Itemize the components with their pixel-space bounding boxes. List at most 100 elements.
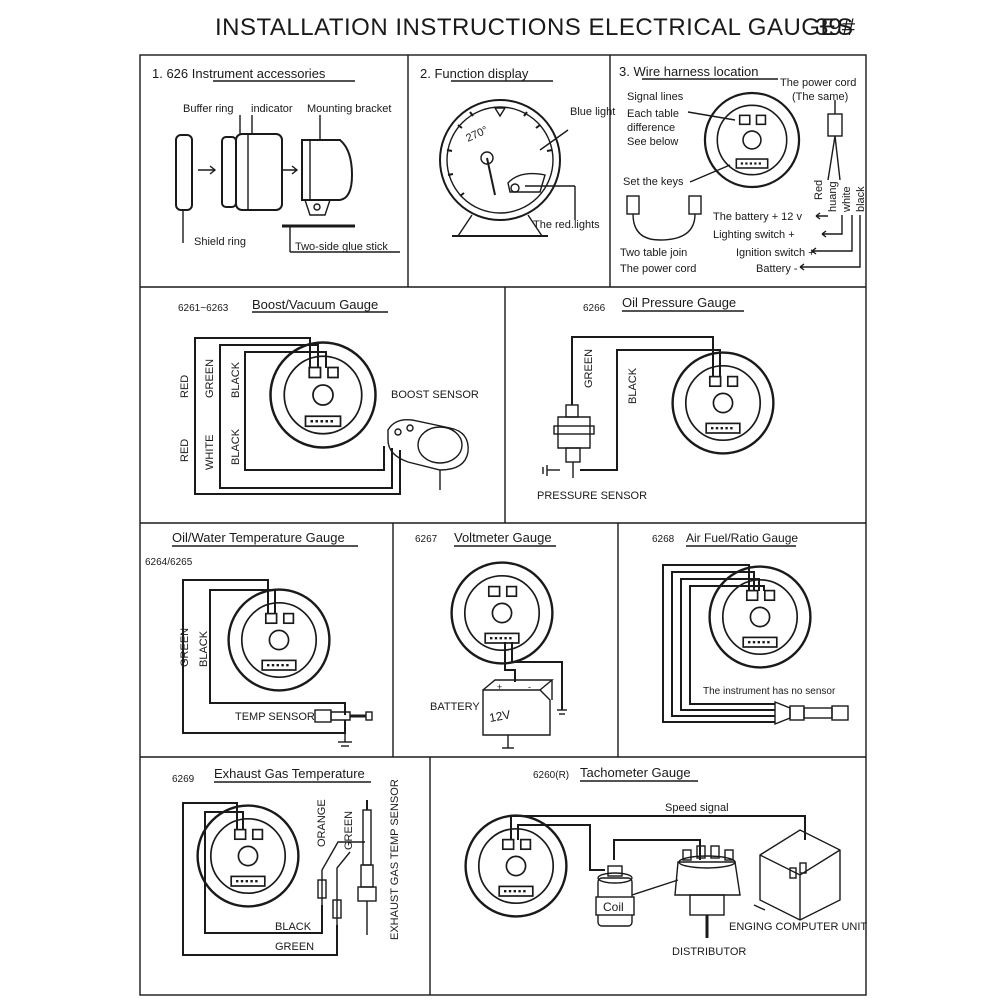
model-number: 6269 <box>172 774 195 785</box>
svg-text:-: - <box>528 682 531 692</box>
power-cord-label: The power cord <box>780 77 856 89</box>
distributor-label: DISTRIBUTOR <box>672 946 746 958</box>
model-number: 6267 <box>415 534 438 545</box>
gauge-face <box>439 99 561 221</box>
wire-black-label: BLACK <box>230 361 242 398</box>
oil-gauge-face <box>671 351 775 455</box>
wire-black-label: BLACK <box>275 921 312 933</box>
signal-lines-label: Signal lines <box>627 91 684 103</box>
coil-icon: Coil <box>595 865 635 927</box>
each-table-label: Each table <box>627 108 679 120</box>
wire-black-label: BLACK <box>230 428 242 465</box>
panel-title: Tachometer Gauge <box>580 765 691 780</box>
panel-boost-gauge: 6261~6263 Boost/Vacuum Gauge RED RED GRE… <box>178 297 479 495</box>
battery-12v-label: The battery + 12 v <box>713 211 802 223</box>
panel-tachometer: 6260(R) Tachometer Gauge Speed signal Co… <box>464 765 867 958</box>
model-number: 6268 <box>652 534 675 545</box>
panel-title: Oil Pressure Gauge <box>622 295 736 310</box>
buffer-ring-part <box>221 136 237 208</box>
panel-afr-gauge: 6268 Air Fuel/Ratio Gauge The instrument… <box>652 531 849 726</box>
boost-gauge-face <box>269 341 377 449</box>
see-below-label: See below <box>627 136 678 148</box>
pressure-sensor-label: PRESSURE SENSOR <box>537 490 647 502</box>
wire-orange-label: ORANGE <box>316 799 328 847</box>
wire-green-label: GREEN <box>583 349 595 388</box>
pressure-sensor-icon <box>542 404 595 478</box>
wire-green-label: GREEN <box>275 941 314 953</box>
temp-sensor-label: TEMP SENSOR <box>235 711 315 723</box>
glue-stick-label: Two-side glue stick <box>295 241 388 253</box>
wire-green-label: GREEN <box>343 811 355 850</box>
join-connector-left <box>626 195 640 215</box>
egt-sensor-icon <box>317 800 377 935</box>
same-label: (The same) <box>792 91 848 103</box>
join-connector-right <box>688 195 702 215</box>
panel-title: Exhaust Gas Temperature <box>214 766 365 781</box>
shield-ring-label: Shield ring <box>194 236 246 248</box>
panel-title: Oil/Water Temperature Gauge <box>172 530 345 545</box>
battery-label: BATTERY <box>430 701 480 713</box>
battery-icon: + - 12V <box>482 679 567 749</box>
panel-title: 1. 626 Instrument accessories <box>152 66 326 81</box>
red-light-display <box>507 172 546 193</box>
coil-label: Coil <box>603 900 624 914</box>
set-keys-label: Set the keys <box>623 176 684 188</box>
panel-frames <box>139 54 867 996</box>
battery-voltage-label: 12V <box>488 707 511 724</box>
voltmeter-face <box>450 561 554 665</box>
red-lights-label: The red.lights <box>533 219 600 231</box>
panel-accessories: 1. 626 Instrument accessories Buffer rin… <box>152 66 400 253</box>
speed-signal-label: Speed signal <box>665 802 729 814</box>
wire-black-label: BLACK <box>627 367 639 404</box>
panel-voltmeter: 6267 Voltmeter Gauge + - 12V BATTERY <box>415 530 567 749</box>
arrow-icon <box>283 165 299 175</box>
ecu-icon <box>753 829 841 921</box>
egt-gauge-face <box>196 804 300 908</box>
page-title: INSTALLATION INSTRUCTIONS ELECTRICAL GAU… <box>215 14 854 41</box>
temp-gauge-face <box>227 588 331 692</box>
buffer-ring-label: Buffer ring <box>183 103 234 115</box>
wire-red-label: Red <box>813 180 825 200</box>
panel-temp-gauge: Oil/Water Temperature Gauge 6264/6265 GR… <box>145 530 373 747</box>
o2-sensor-icon <box>774 700 849 726</box>
temp-sensor-icon <box>314 709 373 747</box>
mounting-bracket-label: Mounting bracket <box>307 103 391 115</box>
indicator-part <box>235 133 283 211</box>
ignition-switch-label: Ignition switch + <box>736 247 815 259</box>
wire-white-label: white <box>841 186 853 213</box>
no-sensor-label: The instrument has no sensor <box>703 686 836 697</box>
egt-sensor-label: EXHAUST GAS TEMP SENSOR <box>389 779 401 940</box>
panel-wire-harness: 3. Wire harness location Signal lines Ea… <box>619 64 867 275</box>
tach-gauge-face <box>464 814 568 918</box>
power-connector <box>827 113 843 137</box>
boost-sensor-icon <box>387 419 469 490</box>
panel-title: 2. Function display <box>420 66 529 81</box>
panel-oil-pressure: 6266 Oil Pressure Gauge GREEN BLACK PRES… <box>537 295 775 502</box>
wire-red-label: RED <box>179 439 191 462</box>
panel-title: 3. Wire harness location <box>619 64 758 79</box>
wire-white-label: WHITE <box>204 435 216 470</box>
the-power-cord-label: The power cord <box>620 263 696 275</box>
needle <box>486 157 496 196</box>
panel-egt-gauge: 6269 Exhaust Gas Temperature ORANGE GREE… <box>172 766 401 956</box>
wire-black-label: BLACK <box>198 630 210 667</box>
degree-label: 270° <box>464 124 490 144</box>
panel-title: Boost/Vacuum Gauge <box>252 297 378 312</box>
distributor-icon <box>631 845 741 938</box>
wire-green-label: GREEN <box>204 359 216 398</box>
battery-minus-label: Battery - <box>756 263 798 275</box>
arrow-icon <box>198 165 217 175</box>
shield-ring-part <box>175 134 193 211</box>
panel-title: Air Fuel/Ratio Gauge <box>686 531 798 545</box>
two-table-join-label: Two table join <box>620 247 687 259</box>
difference-label: difference <box>627 122 675 134</box>
harness-gauge <box>703 91 801 189</box>
boost-sensor-label: BOOST SENSOR <box>391 389 479 401</box>
indicator-label: indicator <box>251 103 293 115</box>
mounting-bracket-part <box>301 139 354 201</box>
ecu-label: ENGING COMPUTER UNIT <box>729 921 867 933</box>
model-number: 6260(R) <box>533 770 569 781</box>
svg-text:+: + <box>497 682 502 692</box>
model-number: 6261~6263 <box>178 303 229 314</box>
